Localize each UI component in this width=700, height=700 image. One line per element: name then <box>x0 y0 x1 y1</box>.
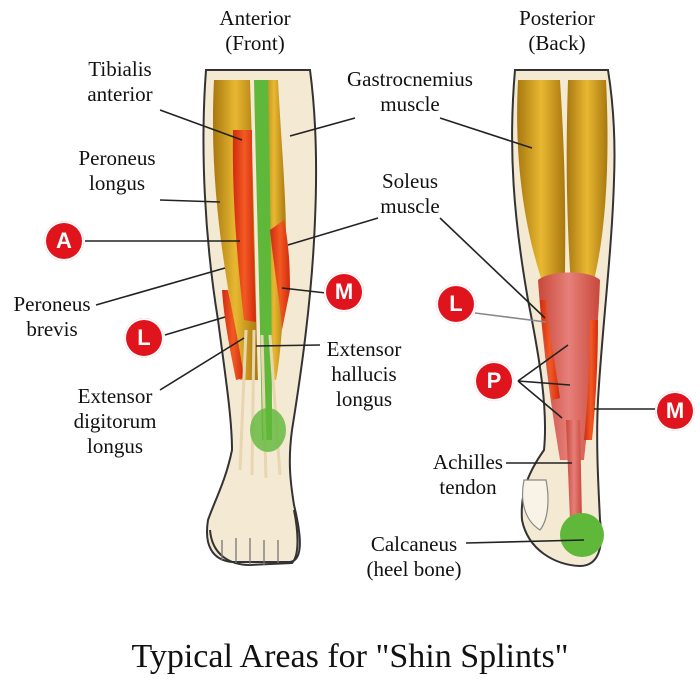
marker-posterior-medial: M <box>655 391 695 431</box>
label-calcaneus-line1: Calcaneus <box>354 532 474 557</box>
label-extensor-digitorum-line3: longus <box>60 434 170 459</box>
marker-m-back-text: M <box>666 398 684 424</box>
marker-l-front-text: L <box>137 325 150 351</box>
label-peroneus-brevis: Peroneus brevis <box>2 292 102 342</box>
label-extensor-hallucis-line2: hallucis <box>314 362 414 387</box>
anterior-leg <box>203 70 316 565</box>
label-calcaneus-line2: (heel bone) <box>354 557 474 582</box>
label-tibialis-anterior-line2: anterior <box>70 82 170 107</box>
label-tibialis-anterior-line1: Tibialis <box>70 57 170 82</box>
posterior-heading-line1: Posterior <box>494 6 620 31</box>
label-extensor-hallucis-line1: Extensor <box>314 337 414 362</box>
marker-anterior-a: A <box>44 221 84 261</box>
label-gastrocnemius-line2: muscle <box>330 92 490 117</box>
anterior-heading: Anterior (Front) <box>192 6 318 56</box>
anterior-heading-line1: Anterior <box>192 6 318 31</box>
anterior-heading-line2: (Front) <box>192 31 318 56</box>
label-extensor-digitorum-line1: Extensor <box>60 384 170 409</box>
label-gastrocnemius-line1: Gastrocnemius <box>330 67 490 92</box>
calcaneus-shape <box>560 513 604 557</box>
label-extensor-digitorum-line2: digitorum <box>60 409 170 434</box>
marker-a-text: A <box>56 228 72 254</box>
marker-posterior-p: P <box>474 361 514 401</box>
label-achilles-line2: tendon <box>418 475 518 500</box>
marker-m-front-text: M <box>335 279 353 305</box>
label-extensor-digitorum-longus: Extensor digitorum longus <box>60 384 170 459</box>
ankle-bone-front <box>250 408 286 452</box>
posterior-heading: Posterior (Back) <box>494 6 620 56</box>
label-peroneus-longus-line2: longus <box>62 171 172 196</box>
diagram-title: Typical Areas for "Shin Splints" <box>0 638 700 676</box>
marker-posterior-lateral: L <box>436 284 476 324</box>
label-tibialis-anterior: Tibialis anterior <box>70 57 170 107</box>
posterior-heading-line2: (Back) <box>494 31 620 56</box>
label-peroneus-longus-line1: Peroneus <box>62 146 172 171</box>
marker-l-back-text: L <box>449 291 462 317</box>
label-calcaneus: Calcaneus (heel bone) <box>354 532 474 582</box>
label-extensor-hallucis-longus: Extensor hallucis longus <box>314 337 414 412</box>
marker-anterior-lateral: L <box>124 318 164 358</box>
label-peroneus-longus: Peroneus longus <box>62 146 172 196</box>
label-achilles-line1: Achilles <box>418 450 518 475</box>
label-achilles-tendon: Achilles tendon <box>418 450 518 500</box>
label-peroneus-brevis-line1: Peroneus <box>2 292 102 317</box>
label-peroneus-brevis-line2: brevis <box>2 317 102 342</box>
posterior-leg <box>512 70 614 566</box>
label-extensor-hallucis-line3: longus <box>314 387 414 412</box>
marker-anterior-medial: M <box>324 272 364 312</box>
marker-p-text: P <box>487 368 502 394</box>
label-soleus-line2: muscle <box>360 194 460 219</box>
label-soleus: Soleus muscle <box>360 169 460 219</box>
label-soleus-line1: Soleus <box>360 169 460 194</box>
label-gastrocnemius: Gastrocnemius muscle <box>330 67 490 117</box>
